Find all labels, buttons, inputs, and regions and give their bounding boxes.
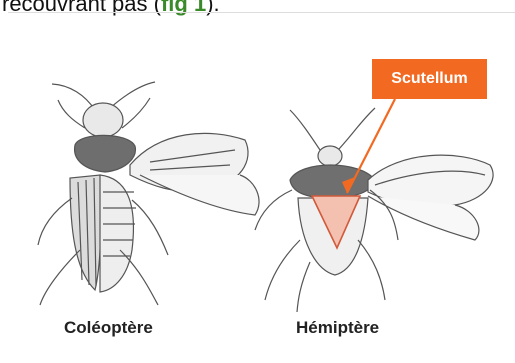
coleoptera-caption: Coléoptère xyxy=(64,318,153,338)
hemiptera-caption: Hémiptère xyxy=(296,318,379,338)
callout-label: Scutellum xyxy=(391,70,467,88)
scutellum-callout: Scutellum xyxy=(372,59,487,99)
coleoptera-drawing xyxy=(38,82,259,305)
